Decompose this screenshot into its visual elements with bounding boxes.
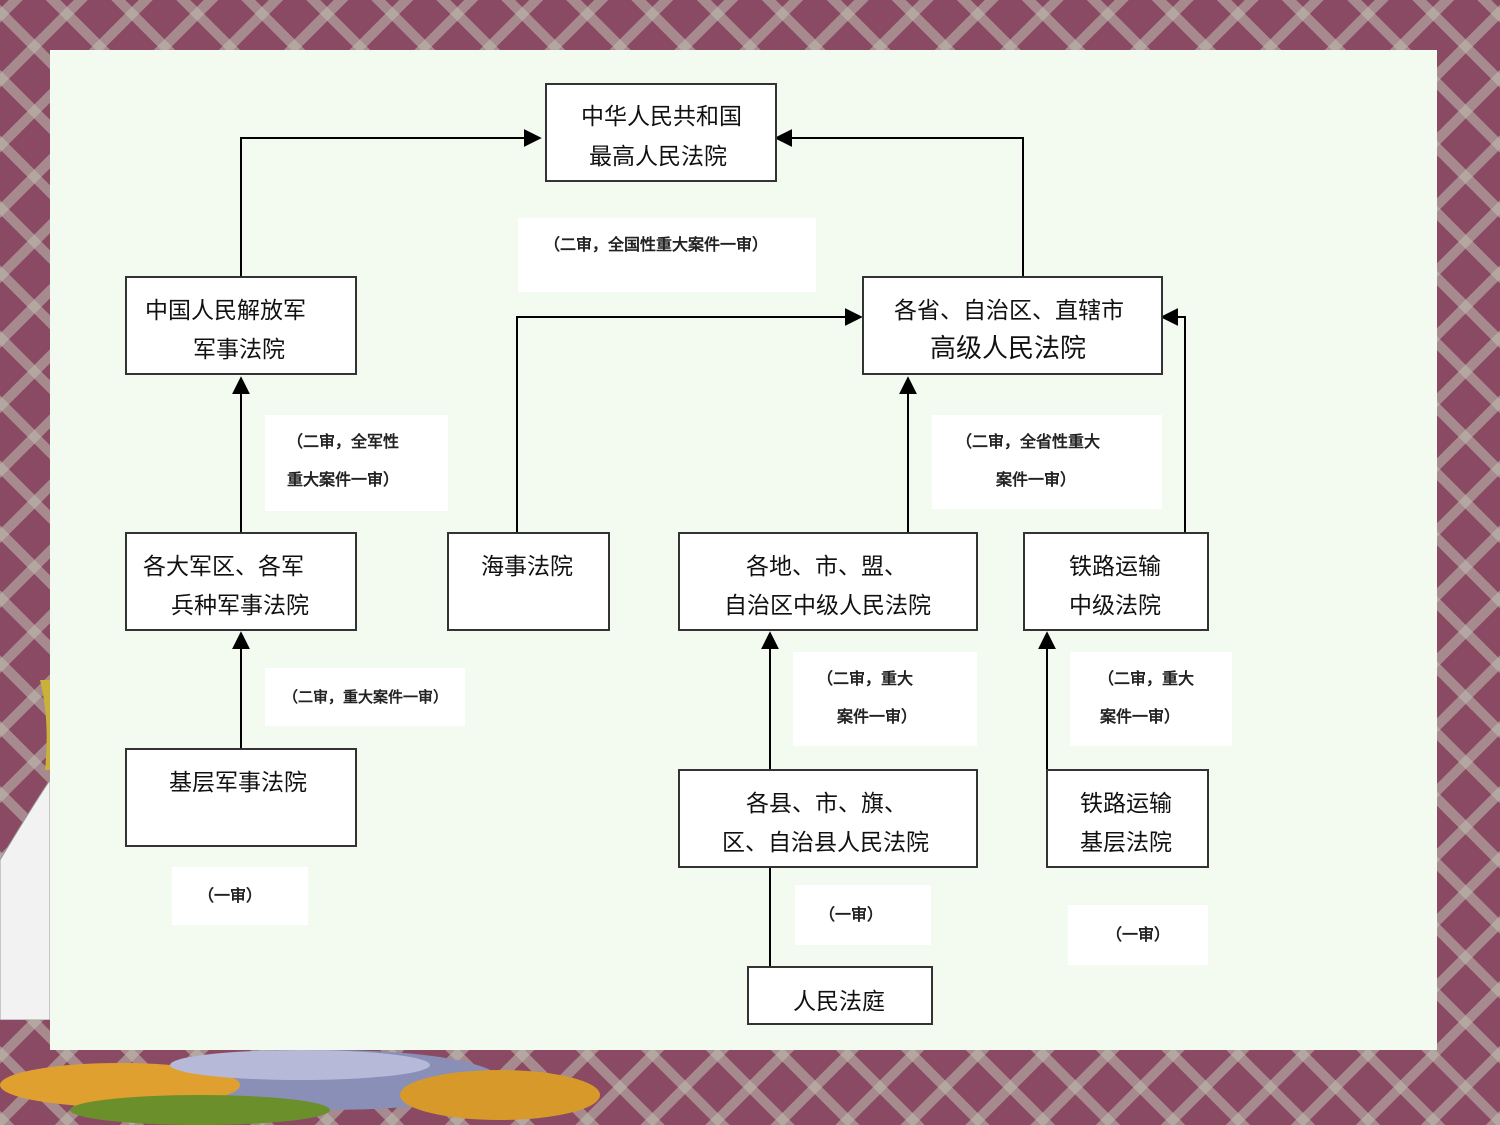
line-maritime-to-high xyxy=(516,308,863,532)
note-railway-intermediate-line2: 案件一审） xyxy=(1100,707,1181,726)
supreme-court-line2: 最高人民法院 xyxy=(589,144,727,170)
intermediate-court-box: 各地、市、盟、 自治区中级人民法院 xyxy=(678,532,978,631)
high-court-line1: 各省、自治区、直辖市 xyxy=(894,298,1124,324)
line-railway-to-high xyxy=(1160,308,1186,532)
note-county: （一审） xyxy=(795,885,931,945)
note-basic-military: （一审） xyxy=(172,867,308,925)
note-military-line1: （二审，全军性 xyxy=(287,432,400,451)
region-military-court-box: 各大军区、各军 兵种军事法院 xyxy=(125,532,357,631)
note-high-line1: （二审，全省性重大 xyxy=(956,432,1101,451)
intermediate-court-line1: 各地、市、盟、 xyxy=(746,554,907,580)
line-military-to-supreme xyxy=(240,129,542,276)
note-region-military: （二审，重大案件一审） xyxy=(265,668,465,726)
military-court-line1: 中国人民解放军 xyxy=(145,298,306,324)
note-supreme-text: （二审，全国性重大案件一审） xyxy=(544,235,769,254)
county-court-line2: 区、自治县人民法院 xyxy=(722,830,929,856)
intermediate-court-line2: 自治区中级人民法院 xyxy=(724,593,931,619)
people-tribunal-line1: 人民法庭 xyxy=(793,989,885,1015)
military-court-line2: 军事法院 xyxy=(193,337,285,363)
note-military-line2: 重大案件一审） xyxy=(287,470,400,489)
railway-intermediate-court-line2: 中级法院 xyxy=(1069,593,1161,619)
basic-military-court-box: 基层军事法院 xyxy=(125,748,357,847)
note-intermediate-line2: 案件一审） xyxy=(837,707,918,726)
railway-intermediate-court-line1: 铁路运输 xyxy=(1069,554,1161,580)
note-high-line2: 案件一审） xyxy=(996,470,1077,489)
line-high-to-supreme xyxy=(774,129,1024,276)
note-intermediate-line1: （二审，重大 xyxy=(817,669,914,688)
note-basic-military-text: （一审） xyxy=(198,886,263,905)
maritime-court-box: 海事法院 xyxy=(447,532,610,631)
railway-intermediate-court-box: 铁路运输 中级法院 xyxy=(1023,532,1209,631)
note-railway-basic-text: （一审） xyxy=(1106,925,1171,944)
note-supreme: （二审，全国性重大案件一审） xyxy=(518,218,816,292)
county-court-line1: 各县、市、旗、 xyxy=(746,791,907,817)
decorative-flower-left xyxy=(0,680,50,1020)
decorative-flower-bottom xyxy=(0,1050,600,1125)
county-court-box: 各县、市、旗、 区、自治县人民法院 xyxy=(678,769,978,868)
region-military-court-line2: 兵种军事法院 xyxy=(171,593,309,619)
supreme-court-box: 中华人民共和国 最高人民法院 xyxy=(545,83,777,182)
note-region-military-text: （二审，重大案件一审） xyxy=(283,688,449,706)
railway-basic-court-line1: 铁路运输 xyxy=(1080,791,1172,817)
note-railway-intermediate: （二审，重大 案件一审） xyxy=(1070,652,1232,746)
region-military-court-line1: 各大军区、各军 xyxy=(143,554,304,580)
note-high: （二审，全省性重大 案件一审） xyxy=(932,415,1162,509)
maritime-court-line1: 海事法院 xyxy=(481,554,573,580)
high-court-line2: 高级人民法院 xyxy=(930,334,1087,364)
note-railway-basic: （一审） xyxy=(1068,905,1208,965)
supreme-court-line1: 中华人民共和国 xyxy=(581,104,742,130)
note-intermediate: （二审，重大 案件一审） xyxy=(793,652,977,746)
note-railway-intermediate-line1: （二审，重大 xyxy=(1098,669,1195,688)
people-tribunal-box: 人民法庭 xyxy=(747,966,933,1025)
high-court-box: 各省、自治区、直辖市 高级人民法院 xyxy=(862,276,1163,375)
railway-basic-court-line2: 基层法院 xyxy=(1080,830,1172,856)
note-military: （二审，全军性 重大案件一审） xyxy=(265,415,448,511)
railway-basic-court-box: 铁路运输 基层法院 xyxy=(1046,769,1209,868)
note-county-text: （一审） xyxy=(819,905,884,924)
military-court-box: 中国人民解放军 军事法院 xyxy=(125,276,357,375)
basic-military-court-line1: 基层军事法院 xyxy=(169,770,307,796)
